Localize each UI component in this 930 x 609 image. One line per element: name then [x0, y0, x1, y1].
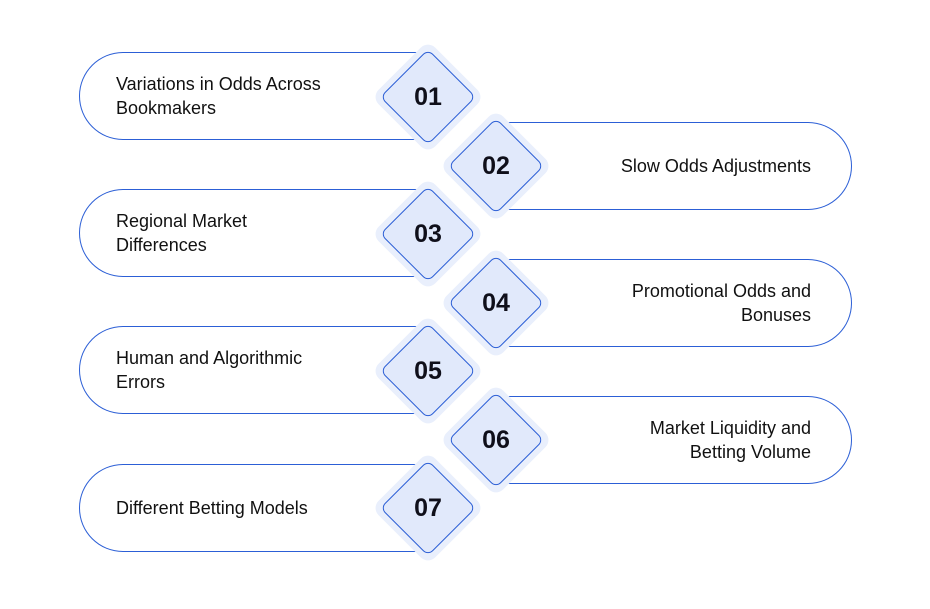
item-06-pill: Market Liquidity and Betting Volume: [492, 396, 852, 484]
item-04-badge: 04: [439, 246, 553, 360]
item-03-label: Regional Market Differences: [116, 211, 248, 255]
item-02-pill: Slow Odds Adjustments: [492, 122, 852, 210]
item-06-badge: 06: [439, 383, 553, 497]
item-07-label: Different Betting Models: [116, 498, 308, 518]
item-01-badge: 01: [371, 40, 485, 154]
item-02-number: 02: [482, 151, 510, 180]
item-03-number: 03: [414, 219, 442, 248]
item-01-number: 01: [414, 82, 442, 111]
item-02-badge: 02: [439, 109, 553, 223]
item-04-pill: Promotional Odds and Bonuses: [492, 259, 852, 347]
item-04-number: 04: [482, 288, 510, 317]
item-04-label: Promotional Odds and Bonuses: [631, 281, 811, 325]
item-05-label: Human and Algorithmic Errors: [116, 348, 303, 392]
item-06-label: Market Liquidity and Betting Volume: [649, 418, 811, 462]
item-06-number: 06: [482, 425, 510, 454]
item-05-badge: 05: [371, 314, 485, 428]
item-07-number: 07: [414, 493, 442, 522]
item-05-number: 05: [414, 356, 442, 385]
item-03-badge: 03: [371, 177, 485, 291]
item-02-label: Slow Odds Adjustments: [620, 156, 811, 176]
item-07-badge: 07: [371, 451, 485, 565]
item-01-label: Variations in Odds Across Bookmakers: [116, 74, 321, 118]
